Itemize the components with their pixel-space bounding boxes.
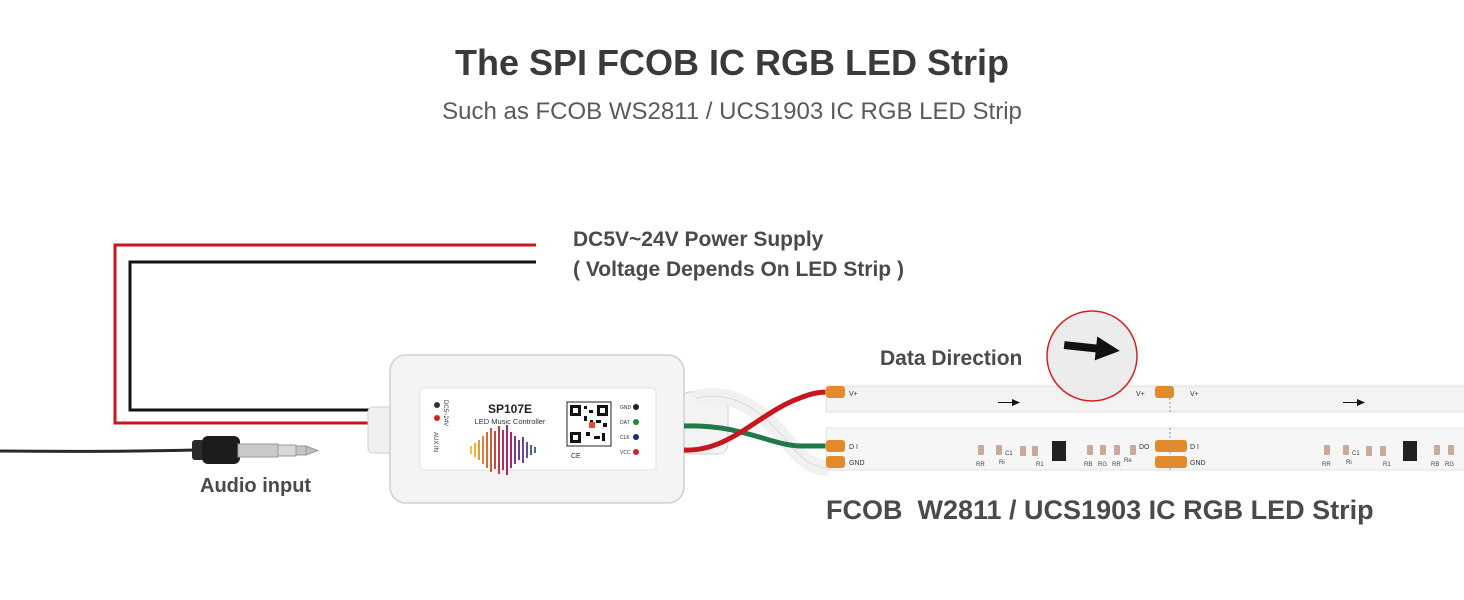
ic-chip-icon xyxy=(1052,441,1066,461)
controller-name: LED Music Controller xyxy=(475,417,546,426)
led-strip-label: FCOB W2811 / UCS1903 IC RGB LED Strip xyxy=(826,495,1374,525)
data-direction-label: Data Direction xyxy=(880,347,1023,370)
strip-arrow-icon-2 xyxy=(1343,399,1365,406)
pad-di-label-1: D I xyxy=(849,444,858,451)
strip-components-2: RR Ri C1 R1 RB RG xyxy=(1322,441,1454,468)
strip-arrow-icon-1 xyxy=(998,399,1020,406)
led-strip: V+ D I GND V+ V+ D I GND DO RR Ri C1 R1 … xyxy=(825,385,1464,471)
pad-gnd-label-1: GND xyxy=(849,460,865,467)
audio-jack-icon xyxy=(192,436,320,464)
component-label: RG xyxy=(1445,462,1454,468)
component-label: Ri xyxy=(1346,460,1352,466)
component-label: RB xyxy=(1084,462,1092,468)
info-icon xyxy=(434,402,440,408)
component-label: C1 xyxy=(1005,451,1013,457)
controller-aux: AUX IN xyxy=(432,432,438,452)
pad-di-label-2: D I xyxy=(1190,444,1199,451)
data-green-wire xyxy=(683,423,830,449)
component-label: Ri xyxy=(999,460,1005,466)
port-gnd-label: GND xyxy=(620,405,632,411)
pad-do-label: DO xyxy=(1139,444,1150,451)
pad-gnd-label-2: GND xyxy=(1190,460,1206,467)
power-dot-icon xyxy=(434,415,440,421)
component-label: RR xyxy=(976,462,985,468)
pad-di-2 xyxy=(1155,440,1187,452)
component-label: C1 xyxy=(1352,451,1360,457)
power-red-wire xyxy=(113,243,536,425)
pad-gnd-2 xyxy=(1155,456,1187,468)
port-dat-label: DAT xyxy=(620,420,630,426)
pad-vplus-label-3: V+ xyxy=(1190,391,1199,398)
pad-gnd-1 xyxy=(826,456,845,468)
pad-vplus-label-2: V+ xyxy=(1136,391,1145,398)
pad-di-1 xyxy=(826,440,845,452)
component-label: R1 xyxy=(1036,462,1044,468)
controller-model: SP107E xyxy=(488,402,532,416)
port-clk-dot xyxy=(633,434,639,440)
page-subtitle: Such as FCOB WS2811 / UCS1903 IC RGB LED… xyxy=(442,98,1022,125)
component-label: RR xyxy=(1322,462,1331,468)
power-voltage-note: ( Voltage Depends On LED Strip ) xyxy=(573,258,904,281)
port-gnd-dot xyxy=(633,404,639,410)
port-clk-label: CLK xyxy=(620,435,630,441)
component-label: Re xyxy=(1124,458,1132,464)
vcc-red-wire xyxy=(683,389,831,453)
ic-chip-icon xyxy=(1403,441,1417,461)
port-vcc-label: VCC xyxy=(620,450,631,456)
ce-mark: CE xyxy=(571,453,581,460)
data-direction-magnifier xyxy=(1046,310,1138,402)
controller-box: SP107E LED Music Controller DC5~24V AUX … xyxy=(367,354,729,504)
controller-voltage: DC5~24V xyxy=(442,400,448,426)
direction-arrow-icon xyxy=(1063,336,1120,361)
component-label: RB xyxy=(1431,462,1439,468)
power-black-wire xyxy=(128,260,536,412)
power-supply-label: DC5V~24V Power Supply xyxy=(573,228,824,251)
audio-input-label: Audio input xyxy=(200,475,312,497)
component-label: R1 xyxy=(1383,462,1391,468)
pad-vplus-1 xyxy=(826,386,845,398)
page-title: The SPI FCOB IC RGB LED Strip xyxy=(454,42,1010,83)
component-label: RG xyxy=(1098,462,1107,468)
port-dat-dot xyxy=(633,419,639,425)
equalizer-graphic xyxy=(470,425,536,475)
pad-vplus-2 xyxy=(1155,386,1174,398)
strip-components-1: RR Ri C1 R1 RB RG RR Re xyxy=(976,441,1136,468)
pad-vplus-label-1: V+ xyxy=(849,391,858,398)
audio-cable xyxy=(0,448,196,453)
qr-code-icon xyxy=(566,401,612,447)
port-vcc-dot xyxy=(633,449,639,455)
component-label: RR xyxy=(1112,462,1121,468)
